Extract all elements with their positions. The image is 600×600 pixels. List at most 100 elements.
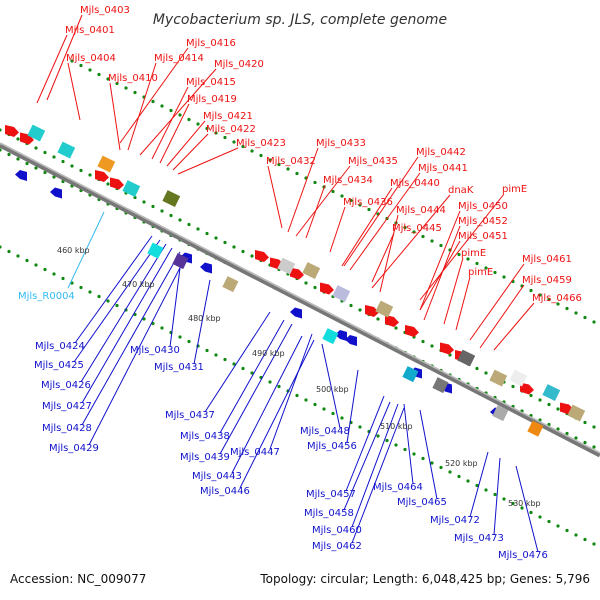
track-dot — [178, 335, 182, 339]
reverse-label-leader — [219, 319, 285, 434]
track-dot — [547, 402, 551, 407]
gene-block — [492, 405, 509, 422]
forward-gene-label: Mjls_0440 — [390, 178, 440, 189]
track-dot — [556, 524, 560, 528]
reverse-gene-label: Mjls_0446 — [200, 486, 250, 497]
track-dot — [583, 537, 587, 542]
track-dot — [466, 257, 470, 261]
track-dot — [0, 148, 2, 152]
forward-gene-label: Mjls_0432 — [266, 156, 316, 167]
gene-features — [5, 124, 586, 437]
rna-label-leader — [67, 211, 105, 289]
forward-gene-label: Mjls_0415 — [186, 77, 236, 88]
forward-label-leader — [166, 120, 206, 167]
forward-gene-label: Mjls_0451 — [458, 231, 508, 242]
track-dot — [223, 357, 227, 362]
forward-gene-label: Mjls_0461 — [522, 254, 572, 265]
reverse-label-leader — [269, 333, 313, 450]
reverse-label-leader — [193, 279, 211, 365]
reverse-gene-label: Mjls_0457 — [306, 489, 356, 500]
track-dot — [214, 236, 218, 240]
track-dot — [421, 339, 425, 344]
track-dot — [250, 149, 254, 153]
forward-gene-label: Mjls_0403 — [80, 5, 130, 16]
forward-gene-arrow — [440, 342, 454, 355]
track-dot — [61, 276, 65, 281]
forward-gene-label: Mjls_0416 — [186, 38, 236, 49]
forward-gene-arrow — [320, 282, 334, 295]
track-dot — [502, 275, 506, 279]
track-dot — [187, 222, 191, 227]
track-dot — [61, 159, 65, 164]
forward-label-leader — [419, 210, 461, 311]
track-dot — [97, 72, 101, 77]
reverse-label-leader — [80, 243, 167, 383]
reverse-label-leader — [493, 457, 501, 536]
track-dot — [358, 308, 362, 312]
track-dot — [295, 171, 299, 176]
track-dot — [250, 254, 254, 258]
track-dot — [106, 182, 110, 186]
gene-block — [277, 257, 296, 275]
track-dot — [88, 290, 92, 294]
track-dot — [331, 189, 335, 194]
track-dot — [88, 68, 92, 72]
track-dot — [259, 153, 263, 158]
forward-gene-label: Mjls_0434 — [323, 175, 373, 186]
track-dot — [556, 427, 560, 431]
gene-block — [457, 349, 476, 367]
track-dot — [115, 81, 119, 86]
track-dot — [133, 195, 137, 200]
reverse-label-leader — [204, 311, 271, 413]
reverse-gene-label: Mjls_0456 — [307, 441, 357, 452]
track-dot — [574, 311, 578, 315]
gene-block — [57, 141, 76, 159]
track-dot — [484, 371, 488, 375]
track-dot — [169, 213, 173, 218]
reverse-gene-arrow — [200, 262, 212, 274]
forward-label-leader — [379, 214, 399, 293]
track-dot — [349, 303, 353, 308]
reverse-label-leader — [469, 451, 489, 518]
forward-gene-label: Mjls_0423 — [236, 138, 286, 149]
coordinate-tick-label: 480 kbp — [188, 314, 221, 323]
gene-block — [542, 384, 561, 402]
track-dot — [16, 137, 20, 141]
track-dot — [547, 422, 551, 427]
track-dot — [160, 326, 164, 330]
track-dot — [70, 59, 74, 63]
track-dot — [268, 158, 272, 162]
track-dot — [340, 194, 344, 198]
forward-gene-arrow — [255, 250, 269, 262]
coordinate-tick-label: 460 kbp — [57, 246, 90, 255]
track-dot — [421, 456, 425, 461]
forward-label-leader — [177, 147, 239, 175]
track-dot — [430, 344, 434, 348]
track-dot — [43, 267, 47, 272]
track-dot — [430, 461, 434, 465]
track-dot — [241, 249, 245, 254]
track-dot — [277, 162, 281, 167]
track-dot — [592, 445, 596, 449]
genome-summary-text: Topology: circular; Length: 6,048,425 bp… — [260, 572, 590, 586]
reverse-gene-label: Mjls_0448 — [300, 426, 350, 437]
forward-label-leader — [493, 302, 535, 351]
track-dot — [484, 488, 488, 492]
track-dot — [124, 86, 128, 90]
forward-gene-label: Mjls_0436 — [343, 197, 393, 208]
gene-block — [402, 366, 419, 383]
reverse-label-leader — [81, 251, 181, 426]
track-dot — [412, 452, 416, 456]
track-dot — [151, 99, 155, 104]
track-dot — [313, 180, 317, 185]
track-dot — [367, 207, 371, 212]
track-dot — [34, 146, 38, 150]
track-dot — [25, 161, 29, 166]
track-dot — [574, 533, 578, 537]
track-dot — [0, 128, 2, 132]
forward-label-leader — [479, 284, 525, 349]
reverse-gene-label: Mjls_0460 — [312, 525, 362, 536]
track-dot — [25, 258, 29, 263]
track-dot — [592, 320, 596, 324]
track-dot — [52, 155, 56, 159]
